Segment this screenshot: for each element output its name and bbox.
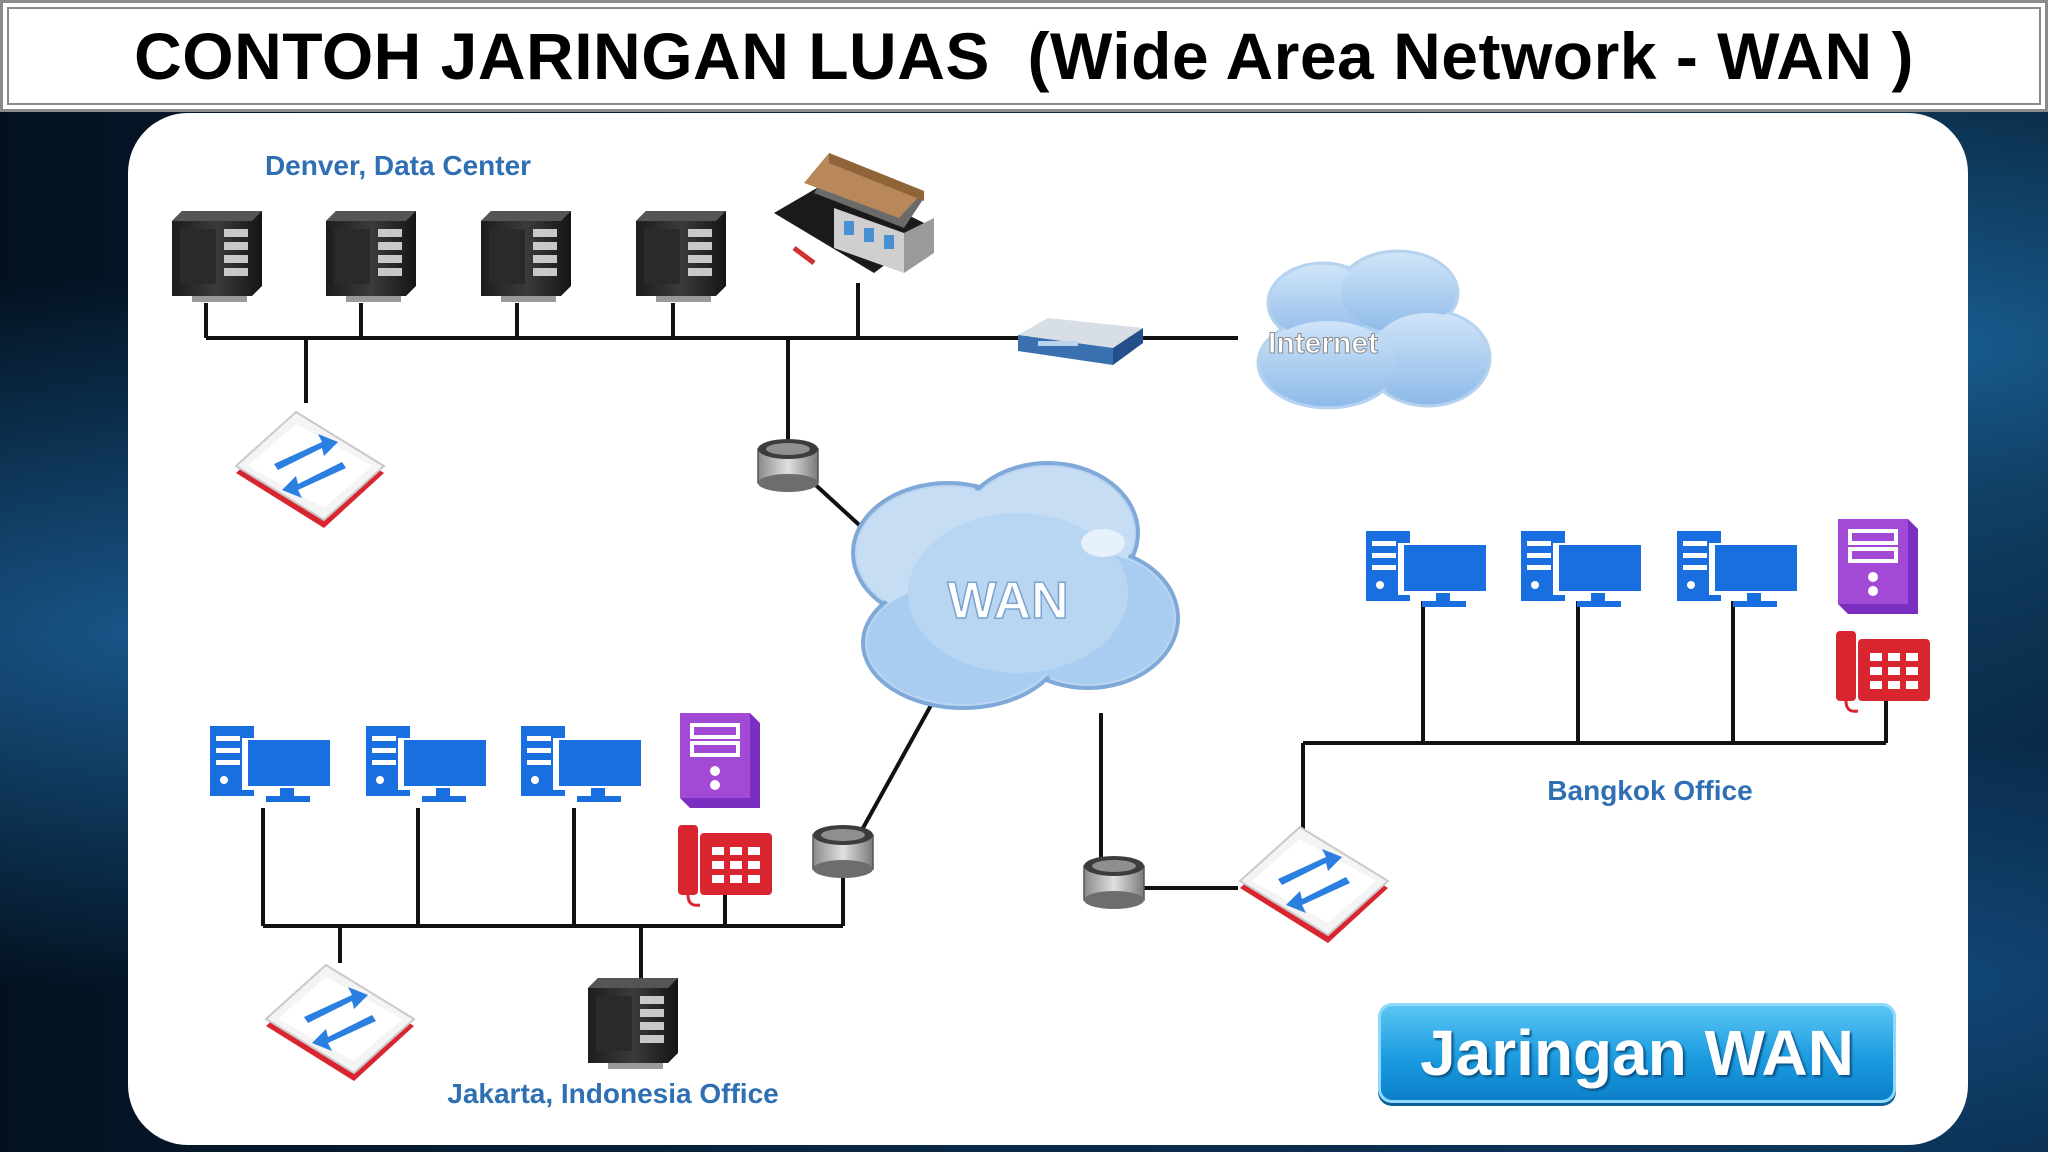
router-icon bbox=[757, 438, 819, 493]
jaringan-wan-badge: Jaringan WAN bbox=[1378, 1003, 1896, 1103]
internet-label: Internet bbox=[1268, 327, 1378, 360]
tower-pc-icon bbox=[1836, 517, 1920, 616]
internet-cloud-icon bbox=[1256, 249, 1492, 410]
server-icon bbox=[588, 978, 678, 1069]
building-icon bbox=[774, 153, 934, 273]
title-bar: CONTOH JARINGAN LUAS (Wide Area Network … bbox=[0, 0, 2048, 112]
router-icon bbox=[1083, 855, 1145, 910]
wan-label: WAN bbox=[947, 572, 1068, 630]
diagram-panel: Denver, Data Center bbox=[128, 113, 1968, 1145]
phone-icon bbox=[676, 823, 774, 907]
server-icon bbox=[481, 211, 571, 302]
desktop-computer-icon bbox=[521, 726, 643, 802]
phone-icon bbox=[1834, 629, 1932, 713]
badge-label: Jaringan WAN bbox=[1420, 1017, 1854, 1089]
bangkok-label: Bangkok Office bbox=[1547, 775, 1752, 806]
denver-label: Denver, Data Center bbox=[265, 150, 531, 181]
modem-icon bbox=[1018, 318, 1143, 365]
jakarta-label: Jakarta, Indonesia Office bbox=[447, 1078, 778, 1109]
desktop-computer-icon bbox=[1366, 531, 1488, 607]
switch-icon bbox=[265, 964, 415, 1082]
desktop-computer-icon bbox=[366, 726, 488, 802]
tower-pc-icon bbox=[678, 711, 762, 810]
desktop-computer-icon bbox=[1677, 531, 1799, 607]
server-icon bbox=[636, 211, 726, 302]
server-icon bbox=[326, 211, 416, 302]
router-icon bbox=[812, 824, 874, 879]
server-icon bbox=[172, 211, 262, 302]
network-diagram: Denver, Data Center bbox=[172, 150, 1932, 1109]
desktop-computer-icon bbox=[1521, 531, 1643, 607]
switch-icon bbox=[1239, 826, 1389, 944]
page-title: CONTOH JARINGAN LUAS (Wide Area Network … bbox=[134, 19, 1914, 93]
wan-cloud-icon bbox=[851, 461, 1180, 710]
desktop-computer-icon bbox=[210, 726, 332, 802]
network-cables bbox=[204, 283, 1888, 978]
switch-icon bbox=[235, 411, 385, 529]
